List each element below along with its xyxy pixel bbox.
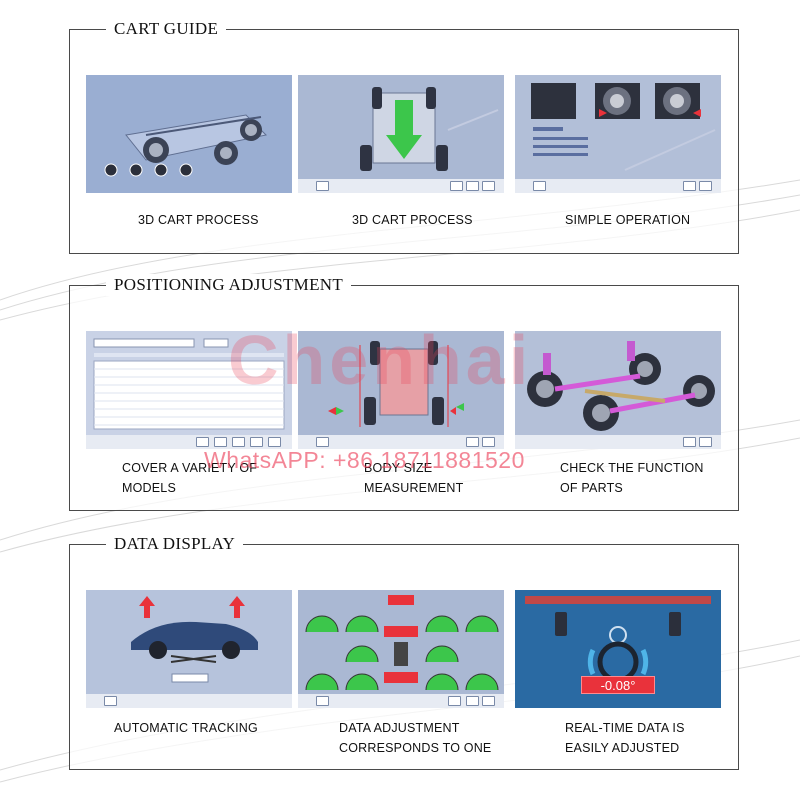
screenshot-3d-cart-arrow bbox=[298, 75, 504, 193]
chassis-illustration bbox=[86, 75, 292, 193]
screenshot-data-adjustment bbox=[298, 590, 504, 708]
home-button[interactable] bbox=[316, 437, 329, 447]
cards-row bbox=[86, 331, 724, 449]
home-button[interactable] bbox=[316, 181, 329, 191]
caption-simple-operation: SIMPLE OPERATION bbox=[565, 213, 691, 227]
model-table-illustration bbox=[86, 331, 292, 449]
next-button[interactable] bbox=[482, 181, 495, 191]
positioning-section: POSITIONING ADJUSTMENT bbox=[69, 274, 739, 511]
delete-button[interactable] bbox=[214, 437, 227, 447]
screenshot-realtime-data: -0.08° bbox=[515, 590, 721, 708]
car-lift-illustration bbox=[86, 590, 292, 708]
caption-models-line1: COVER A VARIETY OF bbox=[122, 461, 258, 475]
toolbar bbox=[515, 435, 721, 449]
next-button[interactable] bbox=[482, 437, 495, 447]
body-size-illustration bbox=[298, 331, 504, 449]
screenshot-parts-function bbox=[515, 331, 721, 449]
caption-body-size-line2: MEASUREMENT bbox=[364, 481, 464, 495]
caption-data-adj-line1: DATA ADJUSTMENT bbox=[339, 721, 460, 735]
prev-button[interactable] bbox=[683, 181, 696, 191]
screenshot-automatic-tracking bbox=[86, 590, 292, 708]
cart-guide-section: CART GUIDE bbox=[69, 18, 739, 254]
caption-data-adj-line2: CORRESPONDS TO ONE bbox=[339, 741, 492, 755]
next-button[interactable] bbox=[699, 181, 712, 191]
caption-3d-cart-process-1: 3D CART PROCESS bbox=[138, 213, 259, 227]
nav-button[interactable] bbox=[450, 181, 463, 191]
section-title: DATA DISPLAY bbox=[106, 533, 244, 555]
caption-realtime-line1: REAL-TIME DATA IS bbox=[565, 721, 685, 735]
next-button[interactable] bbox=[699, 437, 712, 447]
nav-button[interactable] bbox=[448, 696, 461, 706]
screenshot-3d-chassis bbox=[86, 75, 292, 193]
home-button[interactable] bbox=[533, 181, 546, 191]
caption-body-size-line1: BODY SIZE bbox=[364, 461, 433, 475]
screenshot-simple-operation bbox=[515, 75, 721, 193]
screenshot-body-size bbox=[298, 331, 504, 449]
section-title: POSITIONING ADJUSTMENT bbox=[106, 274, 352, 296]
toolbar bbox=[86, 694, 292, 708]
add-button[interactable] bbox=[196, 437, 209, 447]
prev-button[interactable] bbox=[466, 696, 479, 706]
caption-models-line2: MODELS bbox=[122, 481, 176, 495]
cards-row: -0.08° bbox=[86, 590, 724, 708]
prev-button[interactable] bbox=[466, 437, 479, 447]
caption-parts-line2: OF PARTS bbox=[560, 481, 623, 495]
cards-row bbox=[86, 75, 724, 193]
gauges-illustration bbox=[298, 590, 504, 708]
parts-illustration bbox=[515, 331, 721, 449]
cart-arrow-illustration bbox=[298, 75, 504, 193]
caption-parts-line1: CHECK THE FUNCTION bbox=[560, 461, 704, 475]
data-display-section: DATA DISPLAY bbox=[69, 533, 739, 770]
edit-button[interactable] bbox=[232, 437, 245, 447]
toolbar bbox=[298, 435, 504, 449]
prev-button[interactable] bbox=[683, 437, 696, 447]
toolbar bbox=[515, 179, 721, 193]
home-button[interactable] bbox=[104, 696, 117, 706]
operation-illustration bbox=[515, 75, 721, 193]
next-button[interactable] bbox=[268, 437, 281, 447]
prev-button[interactable] bbox=[250, 437, 263, 447]
prev-button[interactable] bbox=[466, 181, 479, 191]
next-button[interactable] bbox=[482, 696, 495, 706]
section-title: CART GUIDE bbox=[106, 18, 227, 40]
screenshot-model-list bbox=[86, 331, 292, 449]
caption-auto-tracking: AUTOMATIC TRACKING bbox=[114, 721, 258, 735]
caption-realtime-line2: EASILY ADJUSTED bbox=[565, 741, 680, 755]
caption-3d-cart-process-2: 3D CART PROCESS bbox=[352, 213, 473, 227]
home-button[interactable] bbox=[316, 696, 329, 706]
realtime-value-readout: -0.08° bbox=[581, 676, 655, 694]
